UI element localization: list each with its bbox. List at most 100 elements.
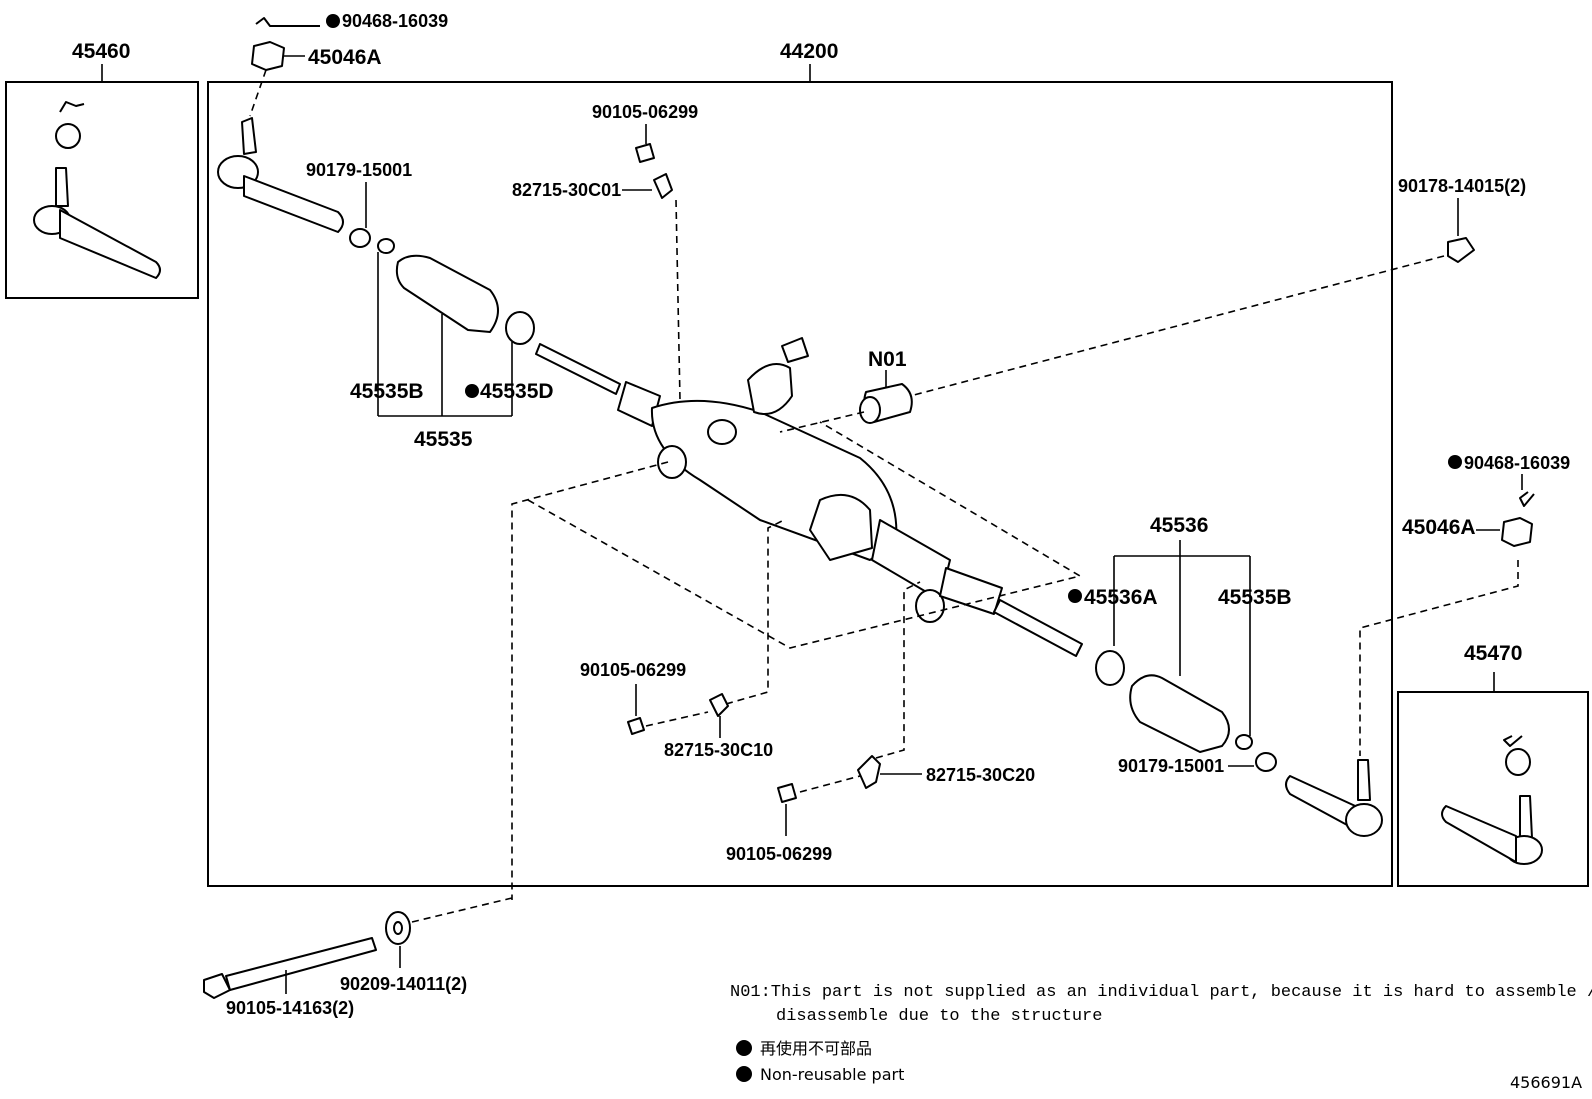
label-45535: 45535 <box>414 428 473 451</box>
non-reusable-mark-icon <box>1068 589 1082 603</box>
stud-icon <box>241 117 257 155</box>
label-90178: 90178-14015(2) <box>1398 176 1526 196</box>
ball-stud-icon <box>1519 795 1533 839</box>
label-44200: 44200 <box>780 40 838 63</box>
label-45535B-left: 45535B <box>350 380 424 403</box>
rod-icon <box>243 175 344 233</box>
dash-N01-housing <box>779 411 865 433</box>
tie-rod-end-left <box>217 117 344 233</box>
stud-icon <box>1357 759 1371 801</box>
bolt-top-icon <box>635 143 655 163</box>
boot-clip-right-icon <box>1235 734 1253 750</box>
tie-rod-end-right-boxed <box>1441 735 1543 865</box>
tie-rod-end-left-boxed <box>33 101 161 279</box>
dash-bracket-bottom <box>875 581 921 759</box>
cotter-pin-icon <box>59 101 85 113</box>
label-90179-right: 90179-15001 <box>1118 756 1224 776</box>
bracket-30C10-icon <box>709 693 729 717</box>
non-reusable-mark-icon <box>1448 455 1462 469</box>
steering-gear-housing <box>535 337 1083 657</box>
dash-nut-stud-right <box>1359 560 1519 756</box>
label-82715-30C01: 82715-30C01 <box>512 180 621 200</box>
boot-clip-left-icon <box>377 238 395 254</box>
label-45046A-left: 45046A <box>308 46 382 69</box>
inner-joint-right-icon <box>939 567 1003 615</box>
label-90105-top: 90105-06299 <box>592 102 698 122</box>
label-45535D: 45535D <box>480 380 554 403</box>
dash-nut-N01 <box>909 255 1445 397</box>
label-45535B-right: 45535B <box>1218 586 1292 609</box>
valve-body-icon <box>747 363 793 415</box>
castle-nut-right-icon <box>1501 517 1533 547</box>
rod-icon <box>59 209 161 279</box>
legend-en: Non-reusable part <box>760 1065 904 1084</box>
gear-assembly-box <box>207 81 1393 887</box>
rod-icon <box>1441 805 1517 863</box>
bushing-N01-face-icon <box>859 396 881 424</box>
bracket-30C01-icon <box>653 173 673 199</box>
tie-rod-end-right <box>1285 759 1383 837</box>
castle-nut-icon <box>55 123 81 149</box>
cotter-pin-icon <box>1503 735 1523 747</box>
non-reusable-mark-icon <box>465 384 479 398</box>
dash-mount-frame <box>527 421 1083 649</box>
boot-clamp-left-icon <box>505 311 535 345</box>
label-45536: 45536 <box>1150 514 1208 537</box>
mount-bolt-long <box>203 937 377 999</box>
rack-end-left-icon <box>535 343 621 395</box>
label-45046A-right: 45046A <box>1402 516 1476 539</box>
legend-jp: 再使用不可部品 <box>760 1039 872 1058</box>
dash-bolt-bracket-bottom <box>799 775 861 793</box>
label-90105-bottom: 90105-06299 <box>726 844 832 864</box>
bolt-bottom-icon <box>777 783 797 803</box>
label-82715-30C20: 82715-30C20 <box>926 765 1035 785</box>
label-90105-mid: 90105-06299 <box>580 660 686 680</box>
tube-icon <box>871 519 951 601</box>
inner-joint-left-icon <box>617 381 661 427</box>
pinion-cap-icon <box>707 419 737 445</box>
mount-bushing-left-icon <box>657 445 687 479</box>
cotter-pin-left-icon <box>255 17 320 27</box>
label-90105-14163: 90105-14163(2) <box>226 998 354 1018</box>
socket-icon <box>1345 803 1383 837</box>
non-reusable-mark-icon <box>326 14 340 28</box>
dash-bracket-mid <box>725 519 785 705</box>
label-45536A: 45536A <box>1084 586 1158 609</box>
label-45470: 45470 <box>1464 642 1522 665</box>
label-90209: 90209-14011(2) <box>340 974 467 994</box>
rack-boot-left-icon <box>395 254 499 333</box>
label-45460: 45460 <box>72 40 130 63</box>
rack-boot-right-icon <box>1129 674 1230 753</box>
nut-90178-icon <box>1447 237 1475 263</box>
right-tie-rod-box <box>1397 691 1589 887</box>
bracket-30C20-icon <box>857 755 881 789</box>
lock-nut-right-icon <box>1255 752 1277 772</box>
dash-bracket-top <box>675 199 681 401</box>
lock-nut-left-icon <box>349 228 371 248</box>
castle-nut-icon <box>1505 748 1531 776</box>
dash-bolt-bracket-mid <box>645 711 709 727</box>
boot-clamp-right-icon <box>1095 650 1125 686</box>
label-N01: N01 <box>868 348 907 371</box>
left-tie-rod-box <box>5 81 199 299</box>
bolt-mid-icon <box>627 717 645 735</box>
dash-washer-mount <box>411 897 513 923</box>
label-90468-left: 90468-16039 <box>342 11 448 31</box>
legend-dot-icon <box>736 1040 752 1056</box>
dash-left-mount <box>511 461 669 900</box>
legend-dot-icon <box>736 1066 752 1082</box>
bolt-shank-icon <box>225 937 377 991</box>
input-shaft-icon <box>781 337 809 363</box>
label-90179-left: 90179-15001 <box>306 160 412 180</box>
ball-stud-icon <box>55 167 69 207</box>
label-82715-30C10: 82715-30C10 <box>664 740 773 760</box>
castle-nut-left-icon <box>251 41 285 71</box>
label-90468-right: 90468-16039 <box>1464 453 1570 473</box>
diagram-id: 456691A <box>1510 1073 1582 1092</box>
note-N01-line1: N01:This part is not supplied as an indi… <box>730 983 1592 1002</box>
sensor-housing-icon <box>809 493 873 561</box>
note-N01-line2: disassemble due to the structure <box>776 1007 1102 1026</box>
bolt-head-icon <box>203 973 231 999</box>
